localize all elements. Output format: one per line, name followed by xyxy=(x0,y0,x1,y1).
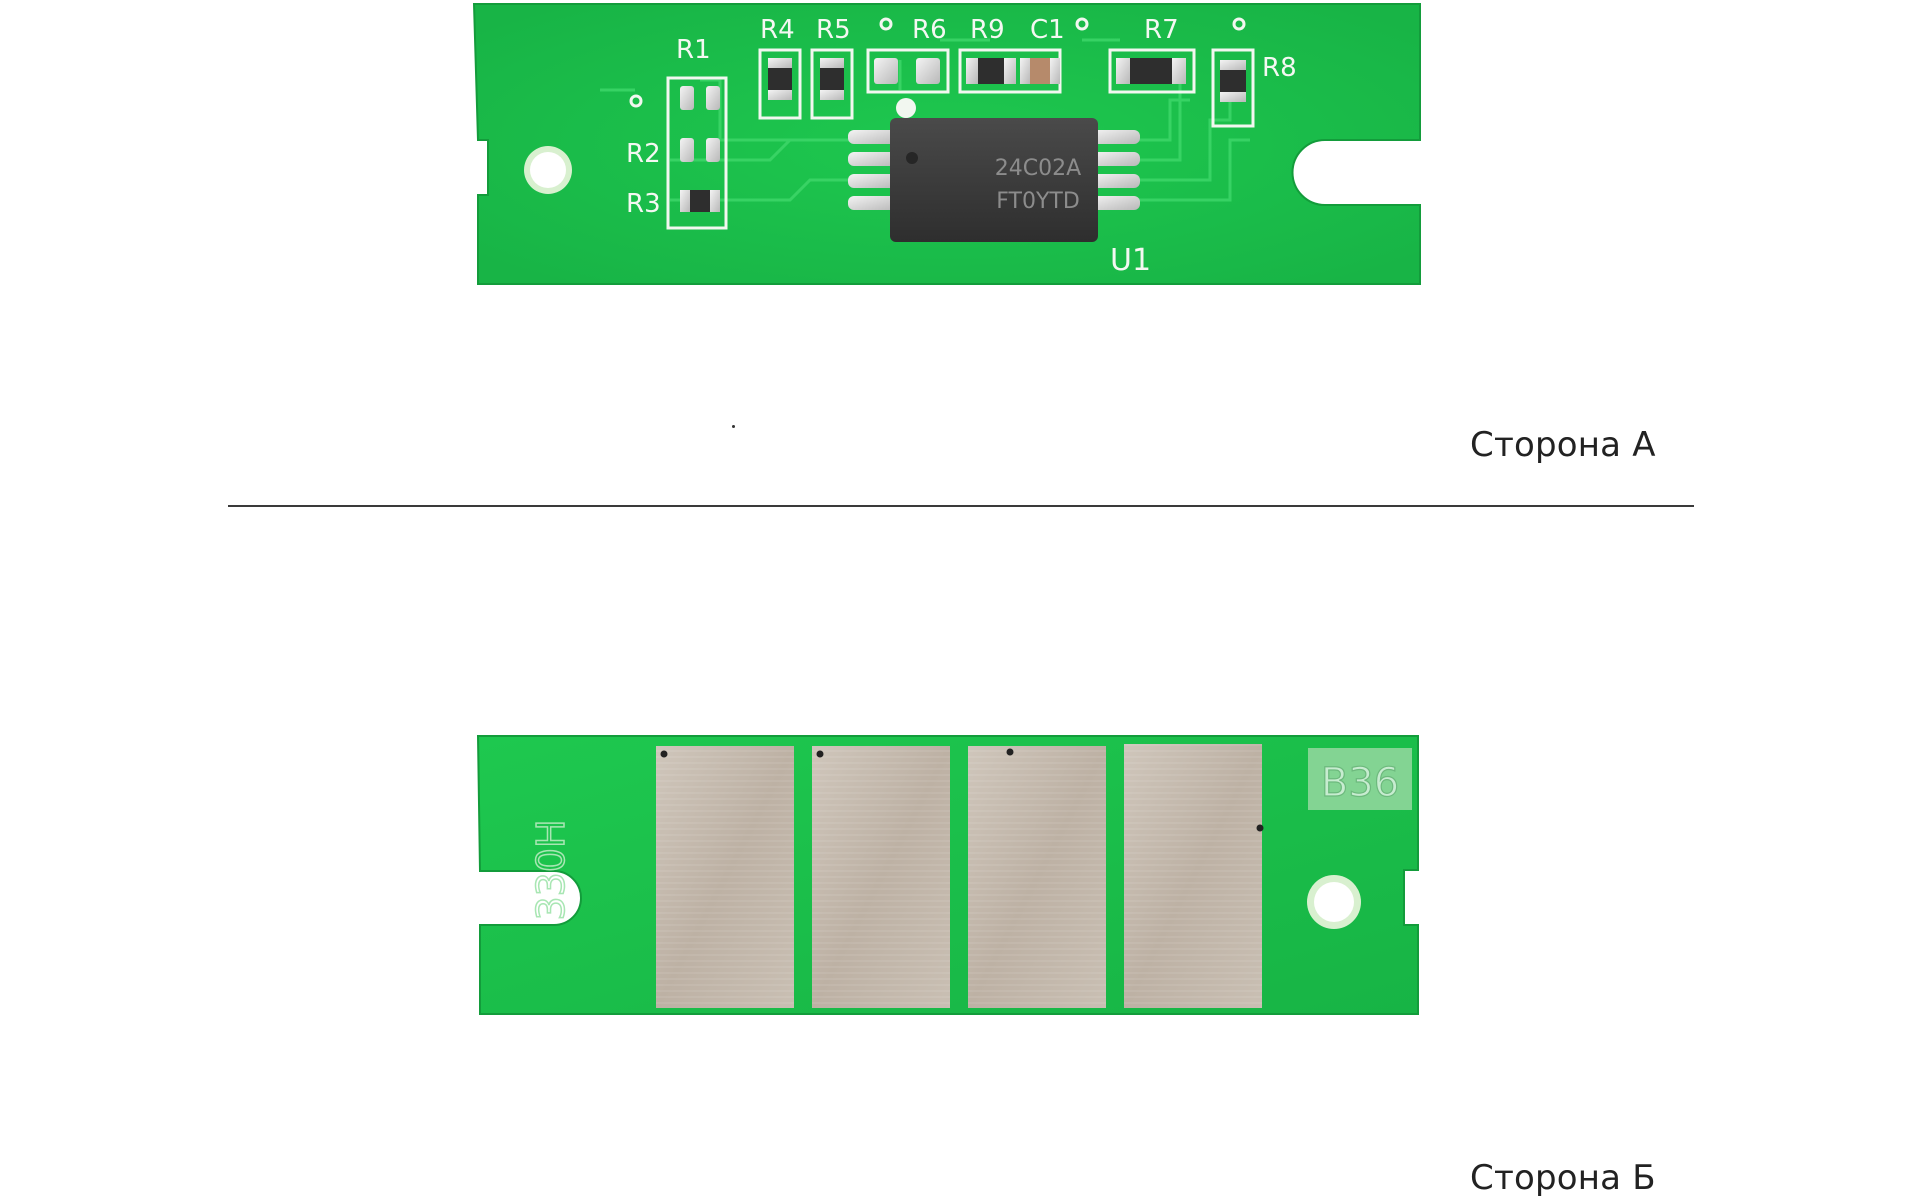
label-r8: R8 xyxy=(1262,53,1297,83)
ic-marking-line1: 24C02A xyxy=(995,156,1081,181)
label-r2: R2 xyxy=(626,139,661,169)
divider-line xyxy=(228,505,1694,507)
label-r6: R6 xyxy=(912,15,947,45)
pcb-chip-side-b-icon: B36 330H xyxy=(476,735,1419,1015)
ic-marking-line2: FT0YTD xyxy=(996,189,1080,214)
label-r1: R1 xyxy=(676,35,711,65)
silkscreen-code-330h: 330H xyxy=(529,819,573,920)
label-r7: R7 xyxy=(1144,15,1179,45)
side-b-label: Сторона Б xyxy=(1470,1158,1656,1198)
pcb-chip-side-a-icon: 24C02A FT0YTD R1 R2 R3 R4 R5 R6 R9 C1 R7… xyxy=(472,3,1421,285)
stray-dot xyxy=(732,425,735,428)
side-a-label: Сторона А xyxy=(1470,425,1656,465)
label-r3: R3 xyxy=(626,189,661,219)
label-r4: R4 xyxy=(760,15,795,45)
silkscreen-badge-b36: B36 xyxy=(1321,760,1399,806)
label-r5: R5 xyxy=(816,15,851,45)
label-c1: C1 xyxy=(1030,15,1065,45)
label-r9: R9 xyxy=(970,15,1005,45)
label-u1: U1 xyxy=(1110,243,1151,278)
